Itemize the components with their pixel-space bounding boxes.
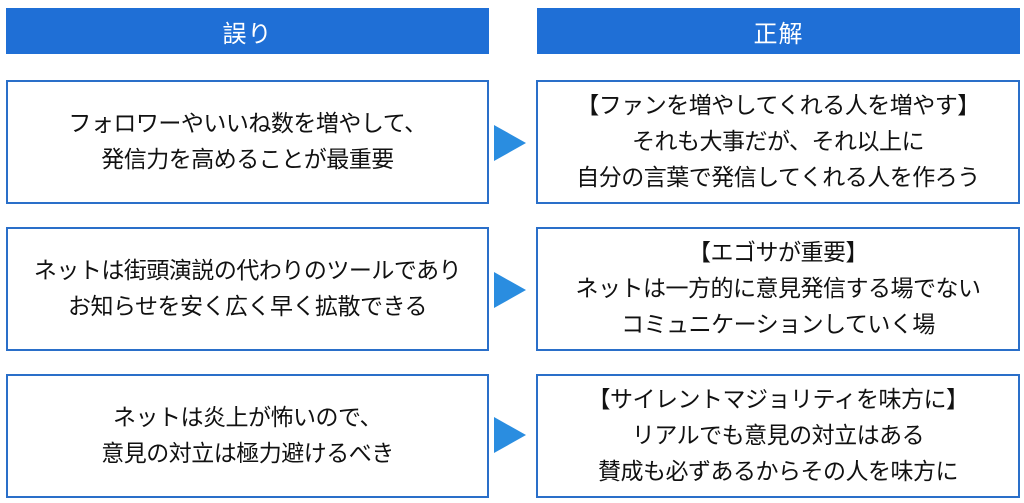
wrong-3-line-2: 意見の対立は極力避けるべき [101,441,394,467]
right-triangle-arrow-icon [494,125,526,161]
wrong-1-line-2: 発信力を高めることが最重要 [101,147,394,173]
wrong-2-line-2: お知らせを安く広く早く拡散できる [67,294,428,320]
right-triangle-arrow-icon [494,417,526,453]
correct-3-line-2: リアルでも意見の対立はある [631,423,925,449]
header-correct: 正解 [537,8,1020,54]
correct-1-line-3: 自分の言葉で発信してくれる人を作ろう [576,165,980,191]
correct-1-line-2: それも大事だが、それ以上に [631,129,925,155]
correct-3-line-3: 賛成も必ずあるからその人を味方に [598,459,959,485]
correct-box-3: 【サイレントマジョリティを味方に】 リアルでも意見の対立はある 賛成も必ずあるか… [536,374,1020,498]
wrong-box-2: ネットは街頭演説の代わりのツールであり お知らせを安く広く早く拡散できる [6,227,489,351]
correct-2-line-3: コミュニケーションしていく場 [621,312,935,338]
right-triangle-arrow-icon [494,272,526,308]
correct-1-line-1: 【ファンを増やしてくれる人を増やす】 [576,93,980,119]
correct-2-line-2: ネットは一方的に意見発信する場でない [575,276,982,302]
correct-2-line-1: 【エゴサが重要】 [688,240,869,266]
header-wrong: 誤り [6,8,489,54]
wrong-box-1: フォロワーやいいね数を増やして、 発信力を高めることが最重要 [6,80,489,204]
correct-3-line-1: 【サイレントマジョリティを味方に】 [587,387,969,413]
wrong-box-3: ネットは炎上が怖いので、 意見の対立は極力避けるべき [6,374,489,498]
wrong-1-line-1: フォロワーやいいね数を増やして、 [68,111,427,137]
wrong-2-line-1: ネットは街頭演説の代わりのツールであり [33,258,462,284]
correct-box-1: 【ファンを増やしてくれる人を増やす】 それも大事だが、それ以上に 自分の言葉で発… [536,80,1020,204]
wrong-3-line-1: ネットは炎上が怖いので、 [112,405,383,431]
correct-box-2: 【エゴサが重要】 ネットは一方的に意見発信する場でない コミュニケーションしてい… [536,227,1020,351]
